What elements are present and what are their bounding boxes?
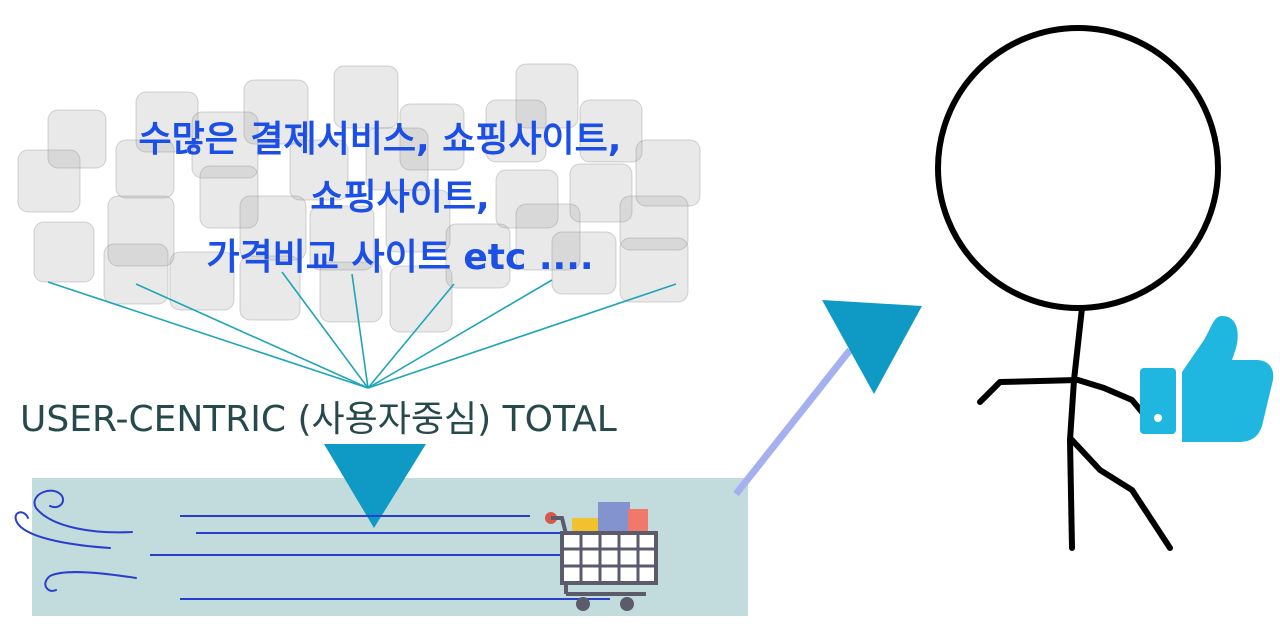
stick-figure-body bbox=[1067, 305, 1085, 551]
stick-figure bbox=[935, 25, 1221, 551]
down-triangle-arrow bbox=[324, 444, 426, 528]
services-heading-line-2: 쇼핑사이트, bbox=[310, 177, 490, 218]
converging-connector-lines bbox=[47, 271, 677, 389]
arrow-to-user-head bbox=[822, 300, 922, 394]
arrow-to-user-line bbox=[733, 347, 853, 497]
services-heading-line-3: 가격비교 사이트 etc .... bbox=[206, 237, 594, 278]
service-tiles-cluster bbox=[17, 63, 701, 333]
speed-lines bbox=[150, 515, 610, 600]
stick-figure-arm-left bbox=[977, 377, 1081, 405]
services-heading-line-1: 수많은 결제서비스, 쇼핑사이트, bbox=[138, 119, 622, 160]
wind-icon bbox=[14, 489, 137, 592]
stick-figure-leg-right bbox=[1069, 437, 1173, 551]
stick-figure-head bbox=[935, 25, 1221, 311]
shopping-cart-icon bbox=[545, 502, 658, 611]
user-centric-label: USER-CENTRIC (사용자중심) TOTAL bbox=[20, 399, 617, 440]
thumbs-up-icon bbox=[1140, 316, 1274, 442]
